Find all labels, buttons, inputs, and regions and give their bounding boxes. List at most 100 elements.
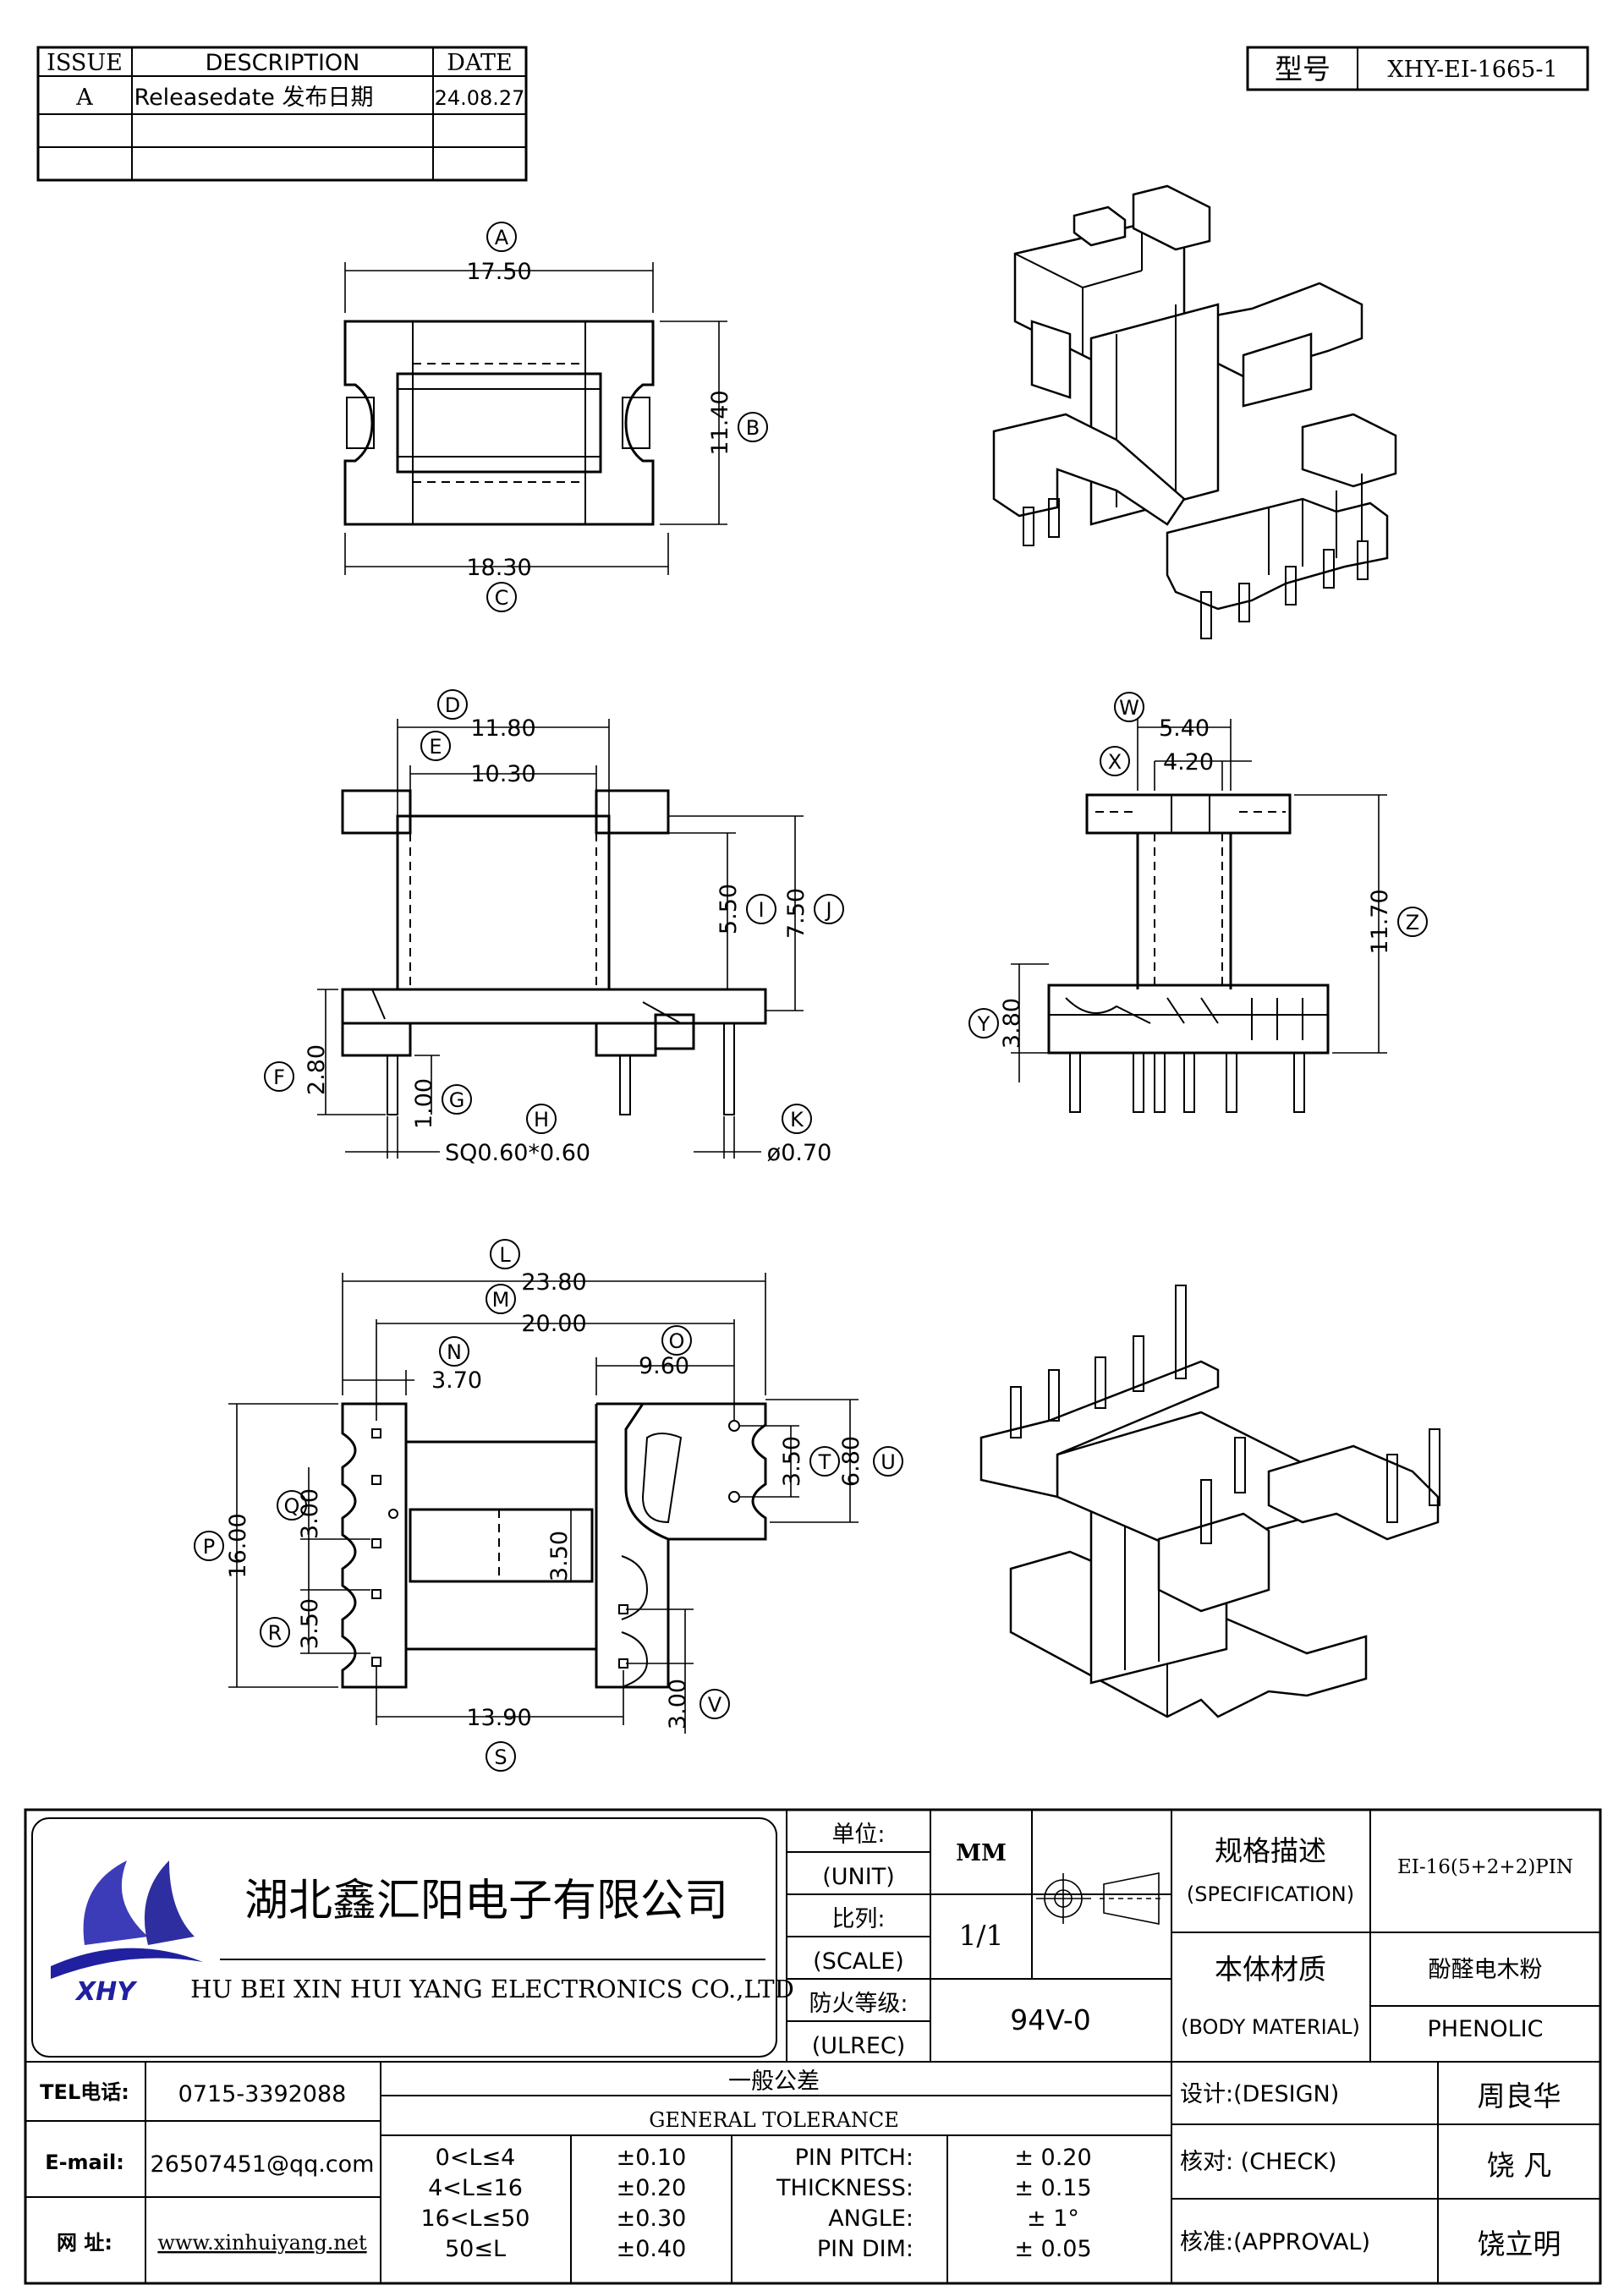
rev-description-cell: Releasedate 发布日期 (134, 85, 374, 111)
check-value: 饶 凡 (1487, 2149, 1552, 2182)
svg-text:R: R (268, 1621, 283, 1645)
svg-text:I: I (758, 898, 764, 922)
circle-label-i: I (746, 894, 776, 924)
model-label: 型号 (1275, 52, 1330, 85)
tolerance-range: 4<L≤16 (428, 2175, 523, 2201)
revision-table: ISSUE DESCRIPTION DATE A Releasedate 发布日… (36, 46, 528, 182)
dim-g-value: 1.00 (411, 1078, 437, 1129)
design-label: 设计:(DESIGN) (1180, 2081, 1339, 2107)
circle-label-d: D (437, 689, 468, 720)
svg-text:A: A (495, 226, 509, 249)
tolerance-item-value: ± 0.05 (1014, 2236, 1091, 2262)
svg-text:C: C (495, 586, 509, 610)
company-name-en: HU BEI XIN HUI YANG ELECTRONICS CO.,LTD (190, 1975, 794, 2003)
svg-text:J: J (824, 898, 831, 922)
tolerance-value: ±0.20 (617, 2175, 687, 2201)
material-label-en: (BODY MATERIAL) (1181, 2015, 1360, 2039)
unit-label-cn: 单位: (831, 1822, 885, 1848)
dim-n-value: 3.70 (431, 1367, 482, 1394)
tolerance-value: ±0.40 (617, 2236, 687, 2262)
tolerance-item-value: ± 0.15 (1014, 2175, 1091, 2201)
dim-k-value: ø0.70 (767, 1140, 832, 1166)
svg-text:W: W (1119, 696, 1139, 720)
tel-value: 0715-3392088 (178, 2081, 347, 2107)
circle-label-q: Q (277, 1490, 307, 1521)
fire-label-en: (ULREC) (812, 2033, 906, 2059)
dim-z-value: 11.70 (1367, 889, 1393, 954)
dim-d-value: 11.80 (470, 715, 535, 742)
svg-text:S: S (494, 1745, 507, 1769)
svg-text:G: G (449, 1088, 465, 1112)
approval-value: 饶立明 (1478, 2228, 1561, 2260)
circle-label-c: C (486, 582, 517, 612)
dim-i-value: 5.50 (716, 884, 742, 934)
tolerance-item-value: ± 1° (1027, 2206, 1079, 2232)
email-value: 26507451@qq.com (151, 2151, 375, 2178)
tolerance-item: PIN PITCH: (795, 2145, 914, 2171)
dim-j-value: 7.50 (783, 888, 809, 939)
circle-label-e: E (420, 731, 451, 761)
tolerance-range: 0<L≤4 (436, 2145, 516, 2171)
company-logo: XHY (51, 1860, 203, 2007)
tolerance-item-value: ± 0.20 (1014, 2145, 1091, 2171)
circle-label-g: G (442, 1084, 472, 1115)
web-label: 网 址: (57, 2231, 112, 2255)
svg-text:X: X (1108, 750, 1122, 774)
tolerance-value: ±0.30 (617, 2206, 687, 2232)
circle-label-h: H (526, 1104, 557, 1134)
circle-label-f: F (264, 1061, 294, 1092)
isometric-view-bottom (979, 1285, 1440, 1718)
dimension-circle-labels: A B C D E I J F G H K W X Y Z L M N O P … (194, 222, 1428, 1772)
svg-text:D: D (445, 693, 460, 717)
dim-y-value: 3.80 (999, 998, 1025, 1049)
model-value: XHY-EI-1665-1 (1387, 57, 1557, 83)
tolerance-item: ANGLE: (828, 2206, 914, 2232)
svg-text:Z: Z (1406, 911, 1419, 934)
circle-label-r: R (260, 1617, 290, 1647)
tolerance-value: ±0.10 (617, 2145, 687, 2171)
dim-b-value: 11.40 (707, 390, 733, 455)
dim-p-value: 16.00 (225, 1513, 251, 1578)
email-label: E-mail: (45, 2151, 124, 2174)
circle-label-z: Z (1397, 907, 1428, 937)
svg-text:H: H (534, 1108, 549, 1132)
rev-date-cell: 24.08.27 (435, 86, 525, 110)
tolerance-item: PIN DIM: (817, 2236, 914, 2262)
spec-value: EI-16(5+2+2)PIN (1397, 1856, 1573, 1878)
rev-header-issue: ISSUE (47, 50, 123, 76)
svg-text:Y: Y (977, 1012, 990, 1036)
dim-w-value: 5.40 (1159, 715, 1210, 742)
tolerance-range: 50≤L (445, 2236, 506, 2262)
svg-text:M: M (492, 1288, 510, 1312)
circle-label-m: M (486, 1284, 516, 1314)
scale-value: 1/1 (958, 1919, 1003, 1952)
material-label-cn: 本体材质 (1215, 1953, 1326, 1986)
circle-label-w: W (1114, 692, 1144, 722)
circle-label-b: B (738, 412, 768, 442)
logo-wordmark: XHY (74, 1977, 138, 2007)
tolerance-title-cn: 一般公差 (728, 2069, 820, 2095)
unit-value: MM (956, 1840, 1007, 1866)
svg-text:T: T (818, 1450, 831, 1474)
svg-text:O: O (669, 1329, 685, 1353)
svg-text:P: P (203, 1535, 215, 1559)
circle-label-s: S (486, 1741, 516, 1772)
rev-header-description: DESCRIPTION (206, 50, 360, 76)
dim-a-value: 17.50 (466, 259, 531, 285)
svg-text:Q: Q (284, 1494, 300, 1518)
design-value: 周良华 (1478, 2080, 1561, 2112)
circle-label-o: O (661, 1325, 692, 1356)
dim-e-value: 10.30 (470, 761, 535, 787)
company-name-cn: 湖北鑫汇阳电子有限公司 (244, 1876, 728, 1926)
dim-center-value: 3.50 (546, 1531, 573, 1581)
circle-label-y: Y (968, 1008, 999, 1038)
dim-t-value: 3.50 (779, 1436, 805, 1487)
circle-label-p: P (194, 1531, 224, 1561)
svg-text:N: N (447, 1340, 462, 1364)
tolerance-range: 16<L≤50 (420, 2206, 529, 2232)
spec-label-en: (SPECIFICATION) (1187, 1882, 1354, 1906)
spec-label-cn: 规格描述 (1215, 1834, 1326, 1867)
scale-label-en: (SCALE) (813, 1948, 904, 1975)
svg-text:U: U (881, 1450, 896, 1474)
check-label: 核对: (CHECK) (1180, 2149, 1337, 2175)
